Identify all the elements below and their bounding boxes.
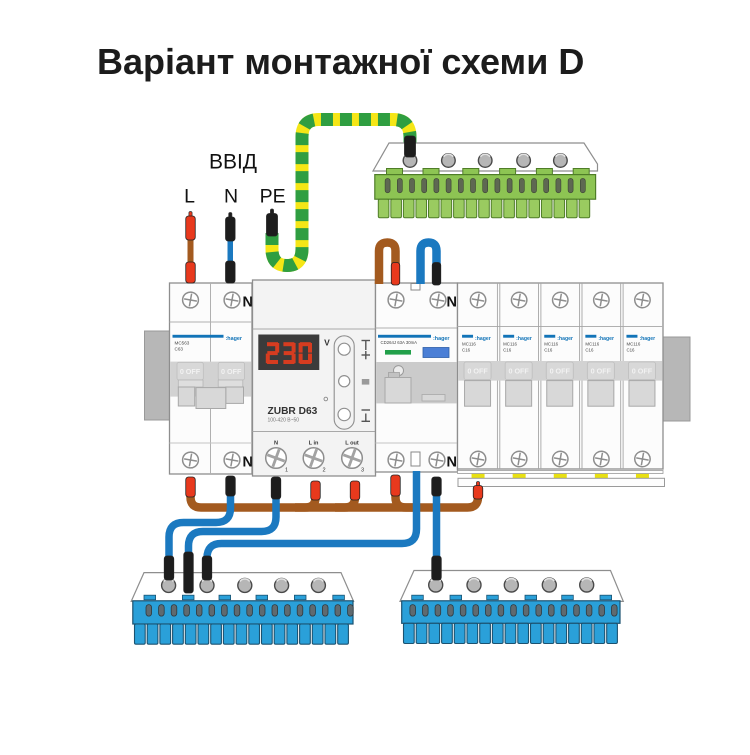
svg-text:0 OFF: 0 OFF: [550, 366, 571, 375]
svg-text:ZUBR D63: ZUBR D63: [268, 406, 318, 417]
svg-text:N: N: [243, 295, 253, 311]
svg-text::hager: :hager: [226, 336, 243, 342]
svg-text:MC116: MC116: [626, 341, 640, 346]
svg-text:MC116: MC116: [544, 341, 558, 346]
svg-text:N: N: [447, 455, 457, 471]
svg-text:0 OFF: 0 OFF: [180, 367, 201, 376]
svg-text:N: N: [243, 455, 253, 471]
svg-text:C16: C16: [503, 348, 512, 353]
svg-text:N: N: [447, 295, 457, 311]
svg-text:PE: PE: [260, 186, 286, 208]
svg-text:V: V: [324, 338, 330, 348]
svg-text:N: N: [224, 186, 238, 208]
svg-text:Варіант монтажної схеми D: Варіант монтажної схеми D: [97, 41, 584, 82]
svg-text:N: N: [274, 441, 278, 447]
svg-text:CD264J 63A 30mA: CD264J 63A 30mA: [381, 340, 418, 345]
svg-text:0 OFF: 0 OFF: [591, 366, 612, 375]
svg-text:0 OFF: 0 OFF: [508, 366, 529, 375]
svg-text::hager: :hager: [475, 336, 491, 342]
svg-text:1: 1: [285, 468, 288, 474]
svg-text:MC116: MC116: [503, 341, 517, 346]
svg-text:C16: C16: [544, 348, 553, 353]
svg-text:L in: L in: [309, 441, 319, 447]
svg-text:ВВІД: ВВІД: [209, 150, 257, 173]
svg-text:C16: C16: [626, 348, 635, 353]
svg-text:3: 3: [361, 468, 364, 474]
svg-text:0 OFF: 0 OFF: [221, 367, 242, 376]
svg-text:MC116: MC116: [462, 341, 476, 346]
svg-text::hager: :hager: [557, 336, 573, 342]
svg-text:MC563: MC563: [175, 340, 190, 345]
svg-text:100-420 В~50: 100-420 В~50: [268, 417, 300, 423]
svg-text:MC116: MC116: [585, 341, 599, 346]
svg-text:L: L: [184, 186, 195, 208]
svg-text:0 OFF: 0 OFF: [632, 366, 653, 375]
svg-text::hager: :hager: [639, 336, 655, 342]
svg-text::hager: :hager: [598, 336, 614, 342]
svg-text:C16: C16: [585, 348, 594, 353]
svg-text:C16: C16: [462, 348, 471, 353]
svg-text::hager: :hager: [516, 336, 532, 342]
svg-text:2: 2: [322, 468, 325, 474]
svg-text::hager: :hager: [433, 336, 450, 342]
svg-text:0 OFF: 0 OFF: [467, 366, 488, 375]
svg-text:C63: C63: [175, 347, 184, 352]
svg-text:L out: L out: [345, 441, 359, 447]
